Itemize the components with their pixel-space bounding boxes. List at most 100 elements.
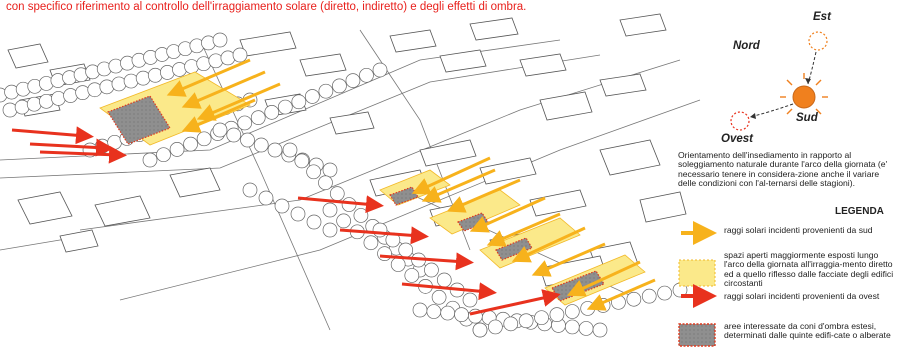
tree: [372, 62, 388, 78]
tree: [332, 78, 347, 94]
tree: [237, 115, 253, 131]
tree: [264, 105, 280, 120]
tree: [242, 182, 258, 198]
tree: [426, 304, 442, 319]
legend-item-text-west-rays: raggi solari incidenti provenienti da ov…: [724, 291, 880, 301]
south-sun-arrows: [166, 58, 656, 311]
legend-title: LEGENDA: [835, 206, 884, 217]
tree: [156, 147, 171, 163]
tree: [372, 222, 388, 238]
tree: [38, 93, 54, 109]
tree: [51, 91, 66, 106]
tree: [488, 319, 503, 335]
tree: [184, 59, 199, 74]
tree: [107, 134, 122, 150]
tree: [641, 288, 657, 304]
tree: [322, 222, 338, 238]
tree: [390, 257, 406, 272]
tree: [472, 322, 488, 338]
tree: [329, 186, 345, 201]
tree: [87, 82, 103, 98]
legend-symbol-area-yellow: [678, 259, 716, 287]
tree: [306, 214, 322, 230]
tree: [274, 198, 290, 214]
tree: [336, 213, 351, 229]
tree: [424, 262, 439, 278]
orientation-description: Orientamento dell'insediamento in rappor…: [678, 150, 888, 188]
tree: [250, 110, 266, 125]
tree: [232, 47, 248, 63]
tree: [63, 88, 78, 103]
tree: [436, 272, 452, 288]
compass-label-sud: Sud: [796, 112, 818, 124]
tree: [534, 310, 549, 326]
tree: [282, 142, 298, 158]
tree: [305, 89, 320, 104]
tree: [431, 289, 447, 305]
legend-item-text-shadow-areas: aree interessate da coni d'ombra estesi,…: [724, 321, 891, 341]
tree: [2, 102, 18, 118]
tree: [398, 242, 414, 258]
legend-symbols: [678, 221, 717, 347]
tree: [111, 76, 127, 92]
tree: [147, 67, 163, 83]
tree: [169, 142, 185, 157]
buildings: [7, 13, 687, 287]
tree: [440, 305, 456, 321]
tree: [592, 322, 608, 338]
tree: [580, 301, 596, 316]
tree: [135, 70, 151, 86]
tree: [626, 291, 642, 307]
tree: [14, 99, 30, 115]
tree: [196, 131, 212, 147]
tree: [518, 313, 534, 329]
compass-label-est: Est: [813, 11, 831, 23]
tree: [306, 164, 321, 180]
tree: [75, 85, 90, 100]
tree: [377, 246, 392, 261]
tree: [172, 62, 187, 77]
tree: [549, 307, 565, 322]
tree: [160, 65, 175, 80]
legend-item-text-exposed-areas: spazi aperti maggiormente esposti lungo …: [724, 250, 894, 288]
tree: [322, 202, 338, 218]
tree: [322, 162, 338, 178]
west-sun-arrows: [11, 126, 561, 316]
tree: [208, 53, 224, 69]
tree: [99, 79, 115, 95]
tree: [363, 235, 379, 251]
tree: [564, 319, 580, 335]
tree: [196, 56, 212, 72]
tree: [353, 208, 369, 223]
tree: [212, 122, 228, 138]
tree: [240, 132, 255, 148]
tree: [212, 32, 228, 48]
compass-diagram: [730, 31, 828, 131]
tree: [578, 321, 594, 336]
tree: [220, 50, 236, 66]
tree: [462, 292, 478, 308]
tree: [226, 127, 242, 143]
tree: [657, 285, 672, 301]
tree: [291, 94, 307, 110]
tree: [277, 99, 293, 115]
tree: [290, 206, 306, 222]
tree: [404, 268, 420, 283]
tree: [253, 137, 269, 153]
tree: [503, 316, 519, 332]
tree: [123, 73, 139, 89]
tree: [454, 307, 469, 322]
tree: [26, 96, 42, 112]
tree: [318, 175, 333, 191]
tree: [294, 153, 310, 169]
tree: [183, 136, 198, 152]
tree: [258, 190, 274, 206]
legend-symbol-area-shadow: [678, 323, 716, 347]
tree: [412, 302, 428, 318]
tree: [359, 67, 374, 83]
figure-caption: con specifico riferimento al controllo d…: [6, 1, 527, 13]
tree: [318, 83, 334, 99]
legend-item-text-south-rays: raggi solari incidenti provenienti da su…: [724, 225, 873, 235]
tree: [142, 152, 158, 168]
